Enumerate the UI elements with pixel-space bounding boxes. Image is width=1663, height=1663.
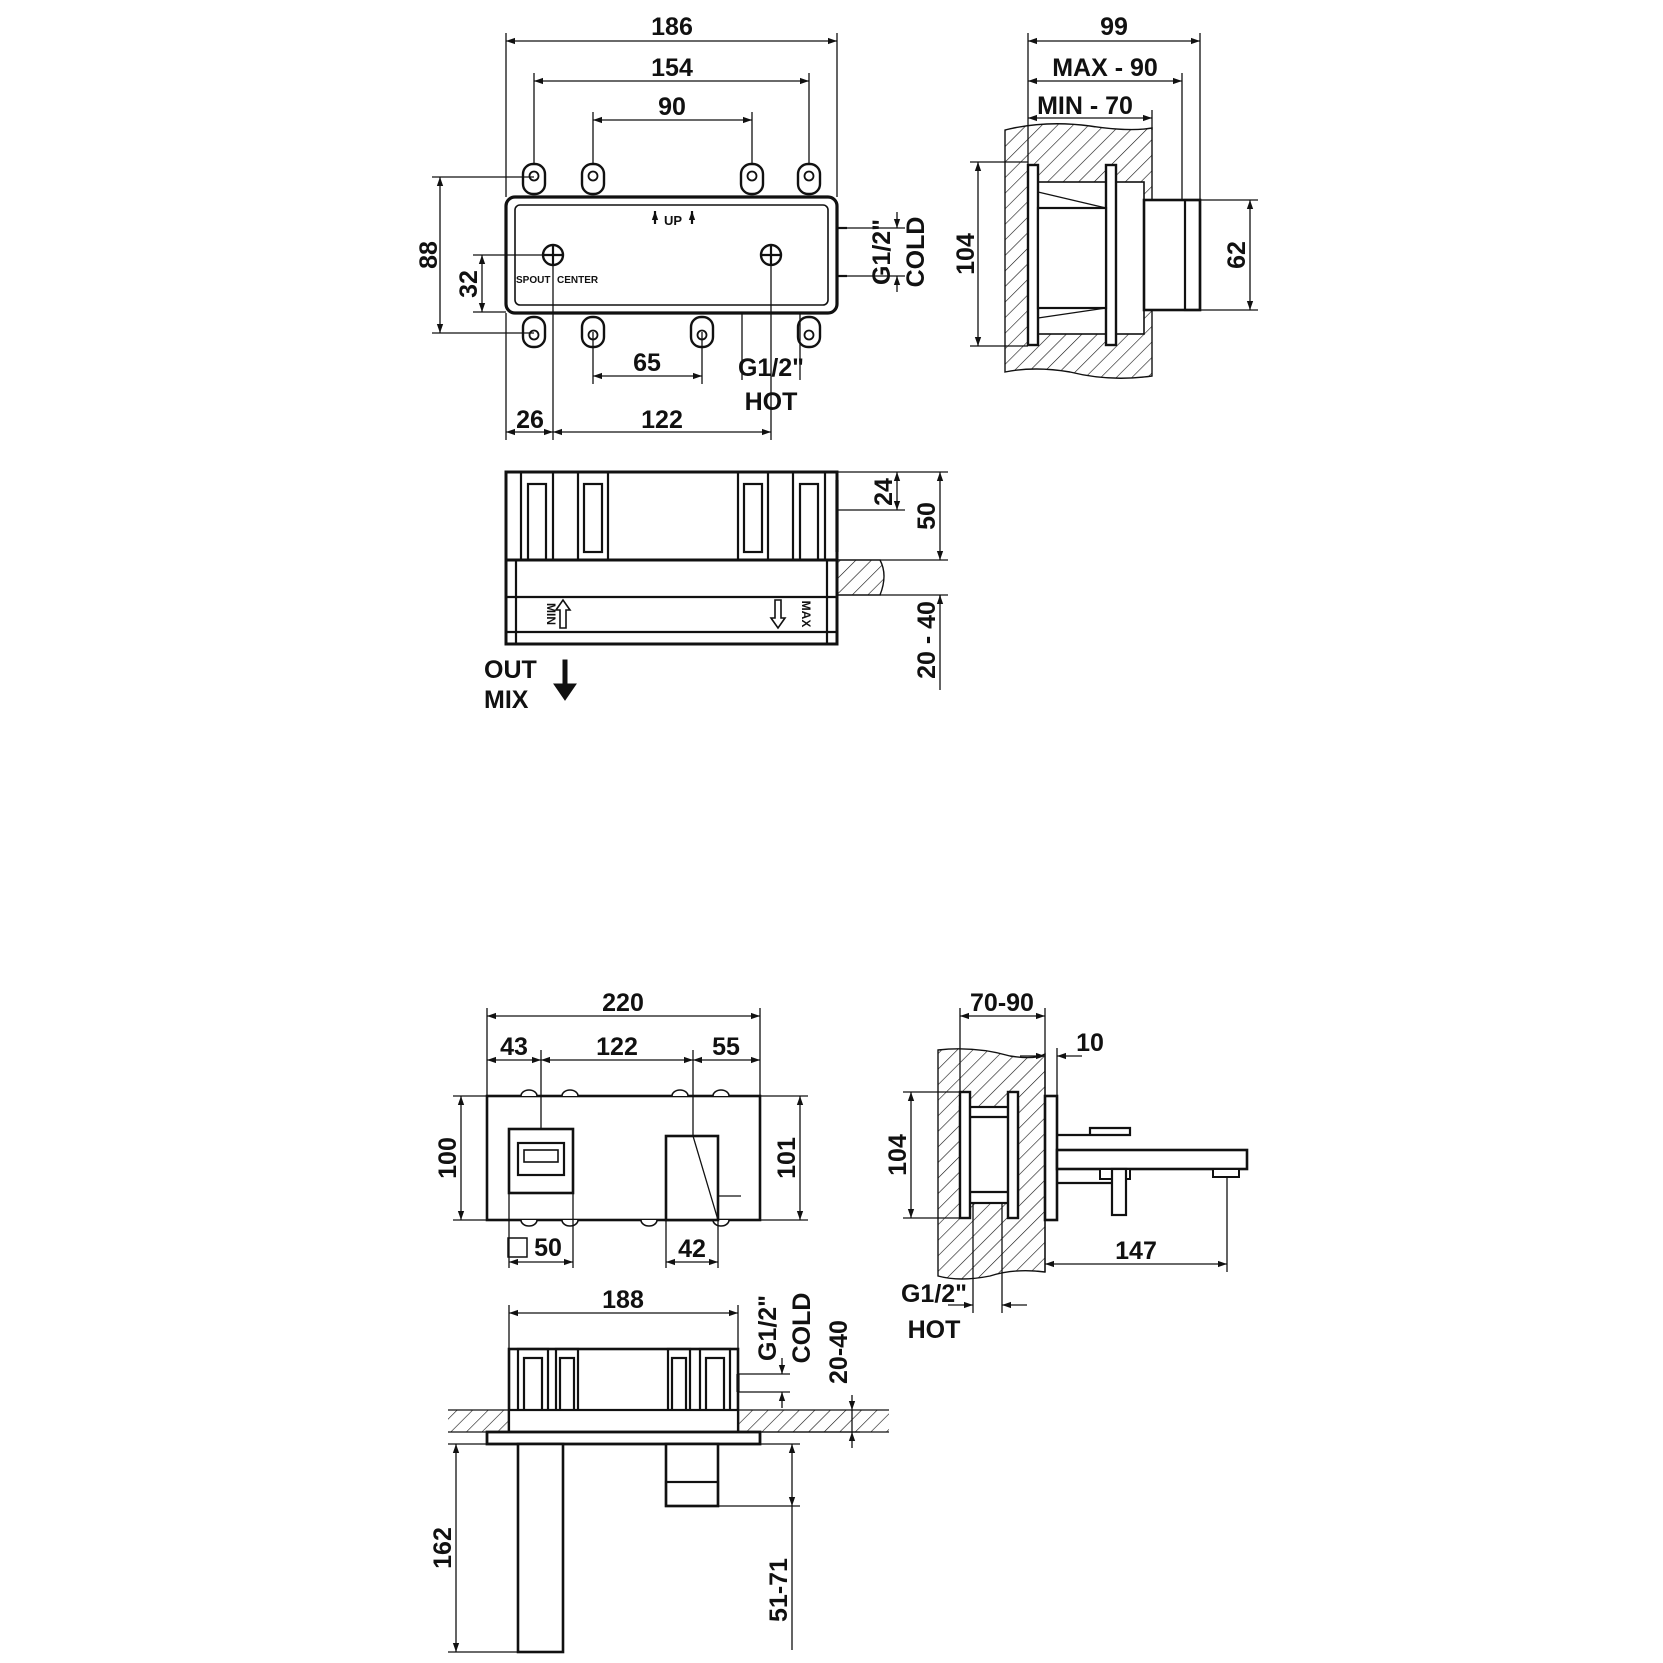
dim-147: 147: [1115, 1237, 1157, 1265]
mounting-tab: [796, 315, 822, 349]
up-label: UP: [664, 213, 682, 228]
mounting-tab: [796, 162, 822, 196]
dim-100: 100: [434, 1137, 462, 1179]
hot-label: HOT: [745, 388, 798, 416]
dim-122: 122: [596, 1033, 638, 1061]
dim-88: 88: [415, 241, 443, 269]
spout-side: [1055, 1148, 1249, 1171]
dim-188: 188: [602, 1286, 644, 1314]
arrow-down-icon: [553, 659, 577, 701]
dim-20-40: 20-40: [825, 1320, 853, 1384]
min-label: MIN: [544, 603, 558, 625]
square-symbol: [507, 1237, 528, 1258]
cold-label: COLD: [788, 1293, 816, 1364]
out-label: OUT: [484, 656, 537, 684]
dim-70-90: 70-90: [970, 989, 1034, 1017]
dim-101: 101: [773, 1137, 801, 1179]
dim-32: 32: [455, 270, 483, 298]
dim-24: 24: [870, 478, 898, 506]
dim-20-40: 20 - 40: [913, 601, 941, 679]
mix-label: MIX: [484, 686, 529, 714]
hot-thread-label: G1/2": [738, 354, 804, 382]
dim-min-70: MIN - 70: [1037, 92, 1133, 120]
dim-186: 186: [651, 13, 693, 41]
view-top-mixer: 188 20-40 162 51-71 G1/2" COLD: [429, 1286, 889, 1654]
view-front-body: UP SPOUT CENTER 186 154 90 88: [415, 13, 930, 440]
cover-protrusion: [1142, 198, 1202, 312]
hot-thread-label: G1/2": [901, 1280, 967, 1308]
mounting-tab: [739, 162, 765, 196]
cover-plate-top: [485, 1430, 762, 1446]
dim-220: 220: [602, 989, 644, 1017]
dim-50: 50: [534, 1234, 562, 1262]
wall-hatch: [836, 559, 885, 596]
dim-65: 65: [633, 349, 661, 377]
flange: [958, 1090, 972, 1220]
spout-label: SPOUT: [516, 275, 550, 286]
lever-top: [664, 1442, 720, 1508]
dim-154: 154: [651, 54, 693, 82]
flange: [1026, 163, 1040, 347]
hot-label: HOT: [908, 1316, 961, 1344]
dim-122: 122: [641, 406, 683, 434]
dim-42: 42: [678, 1235, 706, 1263]
dim-162: 162: [429, 1527, 457, 1569]
body-top: [504, 470, 839, 562]
cold-thread-label: G1/2": [754, 1295, 782, 1361]
dim-104: 104: [884, 1134, 912, 1176]
dim-max-90: MAX - 90: [1052, 54, 1158, 82]
dim-104: 104: [952, 233, 980, 275]
cover-plate-side: [1043, 1094, 1059, 1222]
mounting-tab: [521, 315, 547, 349]
lever: [1110, 1167, 1128, 1217]
flange: [1006, 1090, 1020, 1220]
view-side-section: 99 MAX - 90 MIN - 70 104 62: [952, 13, 1258, 379]
up-indicator: UP: [651, 211, 696, 228]
dim-90: 90: [658, 93, 686, 121]
view-side-mixer: 70-90 10 104 147 G1/2" HOT: [884, 989, 1249, 1344]
handle-square: [507, 1127, 575, 1195]
dim-50: 50: [913, 502, 941, 530]
dim-62: 62: [1223, 241, 1251, 269]
flange: [1104, 163, 1118, 347]
spout-top: [516, 1442, 565, 1654]
cold-thread-label: G1/2": [868, 219, 896, 285]
dim-99: 99: [1100, 13, 1128, 41]
dim-26: 26: [516, 406, 544, 434]
dim-10: 10: [1076, 1029, 1104, 1057]
dim-43: 43: [500, 1033, 528, 1061]
center-label: CENTER: [557, 275, 599, 286]
view-front-mixer: 220 43 122 55 100 101 50 42: [434, 989, 808, 1268]
dim-51-71: 51-71: [765, 1558, 793, 1622]
mounting-tab: [521, 162, 547, 196]
spout-front: [664, 1134, 720, 1222]
mounting-tab: [580, 162, 606, 196]
cold-label: COLD: [902, 217, 930, 288]
view-top-body: MIN MAX 24 50 20 - 40 OUT MIX: [484, 470, 948, 714]
dim-55: 55: [712, 1033, 740, 1061]
max-label: MAX: [799, 601, 813, 628]
